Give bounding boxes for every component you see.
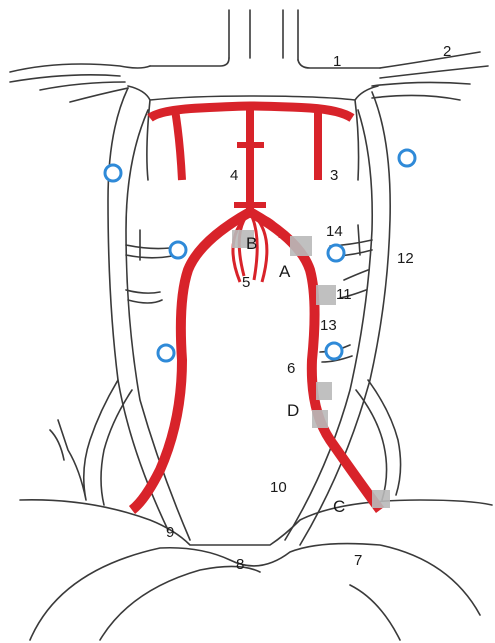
label-11: 11 — [336, 286, 352, 303]
valve-group — [105, 150, 415, 361]
label-D: D — [287, 401, 299, 420]
marker-d — [312, 410, 328, 428]
vein-top-connector — [150, 58, 380, 68]
valve-ring — [399, 150, 415, 166]
label-1: 1 — [333, 53, 341, 70]
vein-right-long — [285, 92, 390, 545]
valve-ring — [326, 343, 342, 359]
label-B: B — [246, 234, 257, 253]
valve-ring — [328, 245, 344, 261]
label-9: 9 — [166, 524, 174, 541]
label-2: 2 — [443, 43, 451, 60]
vein-left-side-branches — [126, 230, 172, 303]
label-3: 3 — [330, 167, 338, 184]
vein-right-upper-branches — [372, 52, 488, 100]
vein-left-lower — [50, 380, 132, 505]
vein-left-upper-branches — [10, 64, 150, 102]
label-C: C — [333, 497, 345, 516]
vein-bottom-arcs — [20, 500, 492, 640]
marker-6 — [316, 382, 332, 400]
label-14: 14 — [326, 223, 343, 240]
label-10: 10 — [270, 479, 287, 496]
marker-c — [372, 490, 390, 508]
label-8: 8 — [236, 556, 244, 573]
artery-left-short — [175, 110, 182, 180]
valve-ring — [170, 242, 186, 258]
vein-top-vertical — [229, 10, 298, 60]
valve-ring — [105, 165, 121, 181]
artery-network — [132, 106, 380, 510]
label-6: 6 — [287, 360, 295, 377]
label-group: 1 2 3 4 B 14 12 A 5 11 13 6 D 10 C 9 8 7 — [166, 43, 451, 573]
label-13: 13 — [320, 317, 337, 334]
label-5: 5 — [242, 274, 250, 291]
valve-ring — [158, 345, 174, 361]
artery-right-main — [250, 212, 380, 510]
label-7: 7 — [354, 552, 362, 569]
label-12: 12 — [397, 250, 414, 267]
marker-a — [290, 236, 312, 256]
label-4: 4 — [230, 167, 238, 184]
label-A: A — [279, 262, 291, 281]
marker-11 — [316, 285, 336, 305]
